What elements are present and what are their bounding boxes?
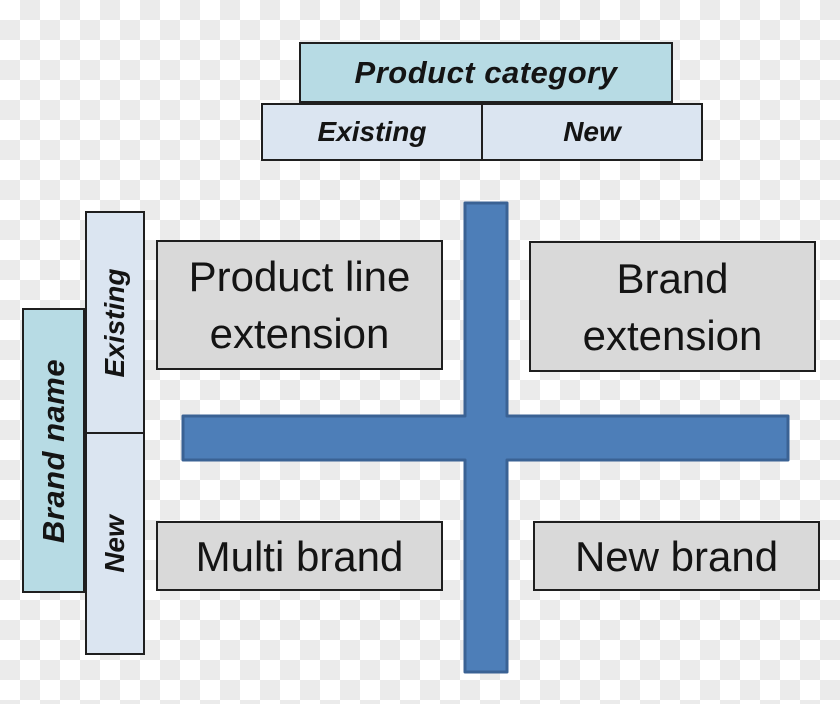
quadrant-product-line-extension-label: Product line extension bbox=[188, 253, 411, 357]
column-options-row: Existing New bbox=[261, 103, 703, 161]
row-axis-title-box: Brand name bbox=[22, 308, 85, 593]
quadrant-multi-brand-label: Multi brand bbox=[195, 532, 404, 580]
column-axis-title-box: Product category bbox=[299, 42, 673, 103]
quadrant-multi-brand: Multi brand bbox=[156, 521, 443, 591]
row-option-existing: Existing bbox=[87, 213, 143, 432]
quadrant-product-line-extension: Product line extension bbox=[156, 240, 443, 370]
row-options-column: Existing New bbox=[85, 211, 145, 655]
quadrant-brand-extension-label: Brand extension bbox=[582, 254, 763, 359]
row-option-new-label: New bbox=[99, 514, 130, 573]
quadrant-new-brand-label: New brand bbox=[574, 532, 779, 580]
column-option-existing: Existing bbox=[263, 105, 481, 159]
column-option-existing-label: Existing bbox=[317, 116, 427, 147]
column-axis-title: Product category bbox=[354, 54, 618, 90]
quadrant-new-brand: New brand bbox=[533, 521, 820, 591]
column-option-new: New bbox=[481, 105, 701, 159]
row-option-new: New bbox=[87, 432, 143, 653]
row-axis-title: Brand name bbox=[35, 358, 71, 543]
column-option-new-label: New bbox=[563, 116, 621, 147]
quadrant-brand-extension: Brand extension bbox=[529, 241, 816, 372]
row-option-existing-label: Existing bbox=[99, 268, 130, 377]
